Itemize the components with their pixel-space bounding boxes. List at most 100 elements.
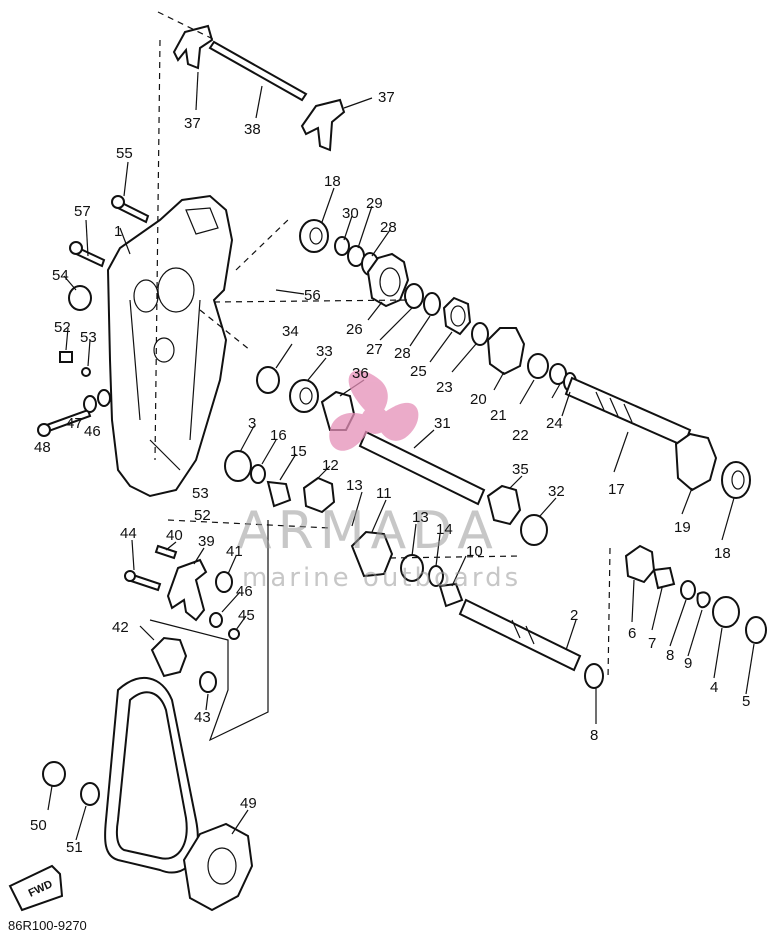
bolt-44 (124, 570, 162, 592)
sleeve-27 (404, 283, 424, 309)
label-39: 39 (198, 533, 215, 550)
label-31: 31 (434, 415, 451, 432)
gear-26 (366, 252, 410, 308)
bearing-18-lower (721, 461, 751, 499)
collar-21 (527, 353, 549, 379)
label-55: 55 (116, 145, 133, 162)
label-28: 28 (380, 219, 397, 236)
label-24: 24 (546, 415, 563, 432)
washer-47 (83, 395, 97, 413)
label-29: 29 (366, 195, 383, 212)
label-19: 19 (674, 519, 691, 536)
bearing-33 (289, 379, 319, 413)
label-52: 52 (54, 319, 71, 336)
washer-16 (250, 464, 266, 484)
label-30: 30 (342, 205, 359, 222)
label-4: 4 (710, 679, 718, 696)
bolt-48 (37, 408, 92, 437)
collar-10 (438, 582, 464, 608)
alignment-lines (167, 217, 521, 559)
label-48: 48 (34, 439, 51, 456)
label-32: 32 (548, 483, 565, 500)
sprocket-49 (182, 822, 254, 912)
label-7: 7 (648, 635, 656, 652)
label-54: 54 (52, 267, 69, 284)
washer-8-lower (584, 663, 604, 689)
bolt-55 (111, 195, 150, 224)
label-53: 53 (80, 329, 97, 346)
diagram-code: 86R100-9270 (8, 918, 87, 933)
label-40: 40 (166, 527, 183, 544)
leader-lines (47, 71, 755, 841)
label-57: 57 (74, 203, 91, 220)
collar-41 (215, 571, 233, 593)
label-36: 36 (352, 365, 369, 382)
label-51: 51 (66, 839, 83, 856)
dowel-52 (59, 351, 73, 363)
label-50: 50 (30, 817, 47, 834)
fwd-arrow: FWD (8, 864, 64, 912)
label-21: 21 (490, 407, 507, 424)
label-20: 20 (470, 391, 487, 408)
shift-fork-upper (172, 24, 214, 70)
bracket-outline (149, 520, 269, 742)
washer-8 (680, 580, 696, 600)
label-18: 18 (714, 545, 731, 562)
label-44: 44 (120, 525, 137, 542)
label-53: 53 (192, 485, 209, 502)
shift-rod (208, 40, 308, 102)
label-17: 17 (608, 481, 625, 498)
label-56: 56 (304, 287, 321, 304)
label-9: 9 (684, 655, 692, 672)
label-3: 3 (248, 415, 256, 432)
label-10: 10 (466, 543, 483, 560)
label-47: 47 (66, 415, 83, 432)
label-14: 14 (436, 521, 453, 538)
bearing-32 (520, 514, 548, 546)
label-18: 18 (324, 173, 341, 190)
ring-28b (423, 292, 441, 316)
part-labels: 37 38 37 55 57 1 54 52 53 46 47 48 18 30… (30, 89, 750, 856)
watermark: ARMADA marine outboards (236, 370, 518, 593)
label-26: 26 (346, 321, 363, 338)
label-12: 12 (322, 457, 339, 474)
label-27: 27 (366, 341, 383, 358)
bearing-3 (224, 450, 252, 482)
case-cover (106, 194, 234, 498)
label-13: 13 (346, 477, 363, 494)
sleeve-7 (652, 566, 676, 590)
shaft-31 (358, 430, 486, 506)
bearing-18-upper (299, 219, 329, 253)
propeller-logo (329, 370, 419, 451)
bushing-43 (199, 671, 217, 693)
drive-shaft-17 (564, 376, 692, 448)
label-5: 5 (742, 693, 750, 710)
label-37: 37 (378, 89, 395, 106)
gear-35 (486, 484, 522, 526)
washer-53 (81, 367, 91, 377)
label-8: 8 (666, 647, 674, 664)
label-38: 38 (244, 121, 261, 138)
label-46: 46 (84, 423, 101, 440)
label-42: 42 (112, 619, 129, 636)
dog-clutch-25 (442, 296, 472, 336)
clip-9 (696, 591, 711, 609)
label-22: 22 (512, 427, 529, 444)
bearing-4 (712, 596, 740, 628)
lever-39 (166, 558, 208, 622)
main-shaft-2 (458, 598, 582, 672)
label-52: 52 (194, 507, 211, 524)
label-35: 35 (512, 461, 529, 478)
nut-45 (228, 628, 240, 640)
gear-6 (624, 544, 656, 584)
pin-40 (154, 544, 178, 560)
sleeve-15 (266, 480, 292, 508)
seal-5 (745, 616, 767, 644)
label-43: 43 (194, 709, 211, 726)
label-37: 37 (184, 115, 201, 132)
label-34: 34 (282, 323, 299, 340)
bushing-54 (68, 285, 92, 311)
ring-30 (334, 236, 350, 256)
